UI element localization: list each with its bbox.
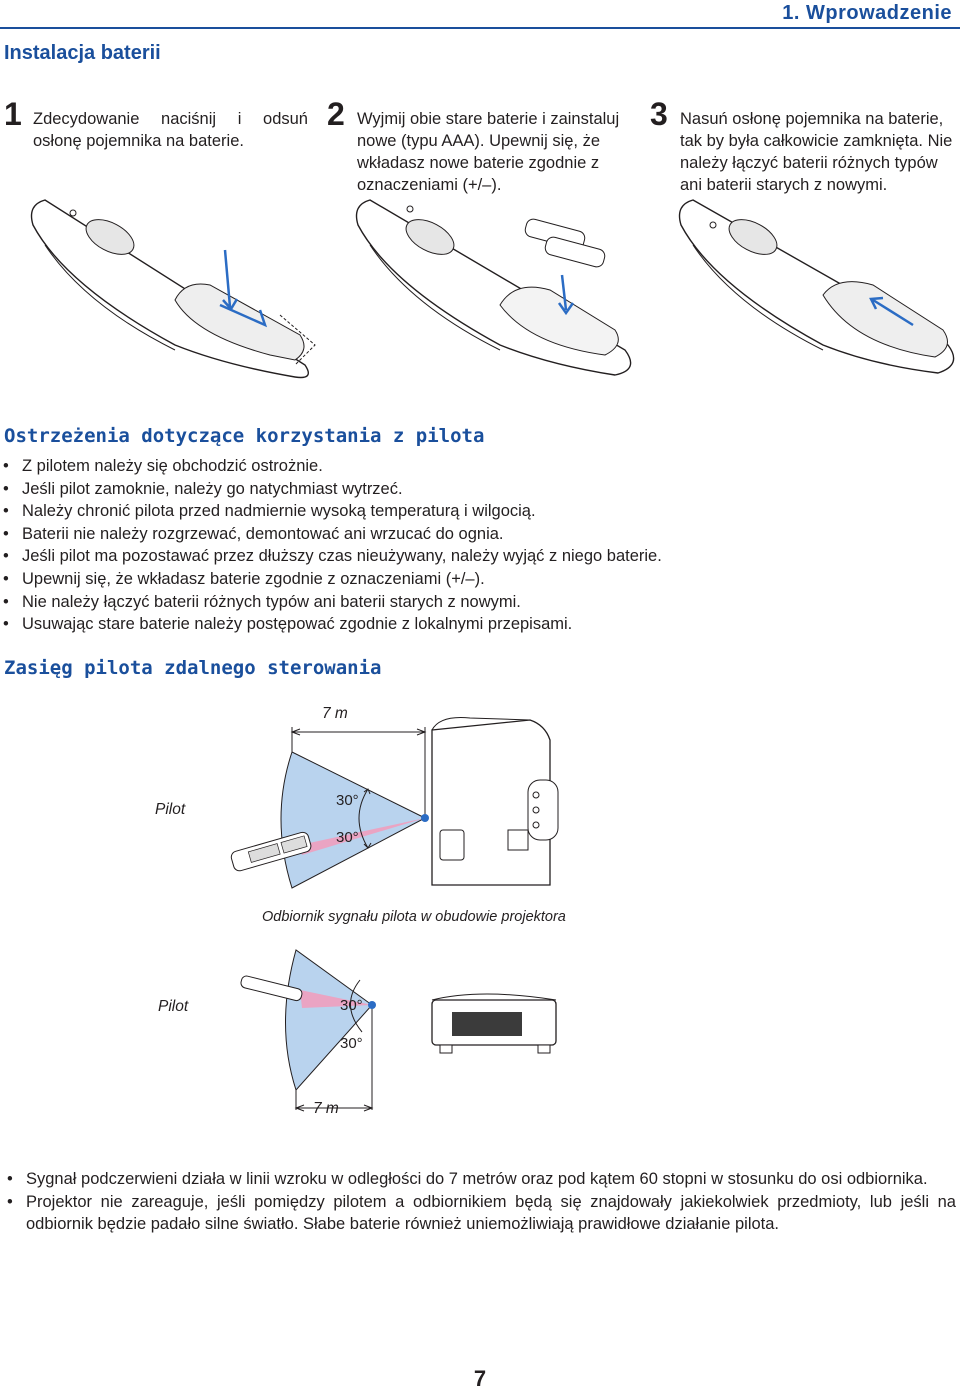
range-notes: Sygnał podczerwieni działa w linii wzrok…	[4, 1168, 956, 1236]
step-1-text: Zdecydowanie naciśnij i odsuń osłonę poj…	[33, 110, 308, 150]
range-diagram-side-view	[240, 949, 557, 1112]
step-1-number: 1	[4, 96, 22, 132]
side-angle-upper: 30°	[340, 997, 363, 1014]
header-rule	[0, 27, 960, 29]
step-2-text: Wyjmij obie stare baterie i zainstaluj n…	[357, 110, 620, 194]
warning-item: Usuwając stare baterie należy postępować…	[0, 613, 955, 636]
side-angle-lower: 30°	[340, 1035, 363, 1052]
step-3-text: Nasuń osłonę pojemnika na baterie, tak b…	[680, 110, 953, 194]
remote-illustration-step-2	[355, 199, 632, 376]
remote-illustration-step-1	[30, 199, 316, 379]
warning-item: Upewnij się, że wkładasz baterie zgodnie…	[0, 568, 955, 591]
side-remote-label: Pilot	[158, 998, 189, 1015]
chapter-title: 1. Wprowadzenie	[782, 2, 952, 24]
top-angle-upper: 30°	[336, 792, 359, 809]
step-3-number: 3	[650, 96, 668, 132]
range-title: Zasięg pilota zdalnego sterowania	[4, 657, 382, 679]
warning-item: Jeśli pilot ma pozostawać przez dłuższy …	[0, 545, 955, 568]
warnings-title: Ostrzeżenia dotyczące korzystania z pilo…	[4, 425, 485, 447]
page-number: 7	[473, 1366, 487, 1391]
warning-item: Nie należy łączyć baterii różnych typów …	[0, 591, 955, 614]
install-title: Instalacja baterii	[4, 42, 161, 64]
step-2-number: 2	[327, 96, 345, 132]
top-angle-lower: 30°	[336, 829, 359, 846]
note-item: Projektor nie zareaguje, jeśli pomiędzy …	[4, 1191, 956, 1236]
warning-item: Należy chronić pilota przed nadmiernie w…	[0, 500, 955, 523]
note-item: Sygnał podczerwieni działa w linii wzrok…	[4, 1168, 956, 1191]
warnings-list: Z pilotem należy się obchodzić ostrożnie…	[0, 455, 955, 636]
range-diagram-top-view	[230, 717, 559, 889]
warning-item: Baterii nie należy rozgrzewać, demontowa…	[0, 523, 955, 546]
top-distance-label: 7 m	[322, 705, 348, 722]
side-distance-label: 7 m	[313, 1100, 339, 1117]
top-remote-label: Pilot	[155, 801, 186, 818]
warning-item: Jeśli pilot zamoknie, należy go natychmi…	[0, 478, 955, 501]
receiver-caption: Odbiornik sygnału pilota w obudowie proj…	[262, 909, 566, 925]
remote-illustration-step-3	[678, 199, 955, 374]
warning-item: Z pilotem należy się obchodzić ostrożnie…	[0, 455, 955, 478]
